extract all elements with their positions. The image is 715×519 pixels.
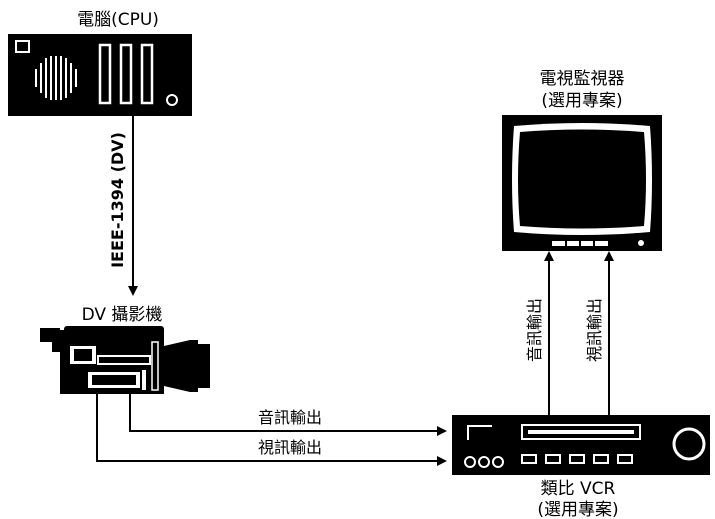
vcr-label-line2: (選用專案) xyxy=(537,500,618,519)
speaker-grille-icon xyxy=(35,56,77,100)
camcorder-icon xyxy=(40,326,210,394)
vcr-icon xyxy=(452,415,710,475)
monitor-label-line2: (選用專案) xyxy=(541,91,622,111)
expansion-slots xyxy=(98,43,154,105)
vcr-label-line1: 類比 VCR xyxy=(541,479,616,499)
vcr-control-buttons xyxy=(521,454,633,464)
tv-monitor-icon xyxy=(502,115,662,251)
vcr-dial-icon xyxy=(672,427,706,461)
computer-label: 電腦(CPU) xyxy=(77,10,159,30)
audio-out-to-monitor-label: 音訊輸出 xyxy=(525,298,544,362)
cassette-slot xyxy=(521,424,641,440)
monitor-power-icon xyxy=(638,240,644,246)
video-out-to-monitor-label: 視訊輸出 xyxy=(585,298,604,362)
audio-out-to-vcr-label: 音訊輸出 xyxy=(258,408,322,427)
audio-out-to-vcr-arrow xyxy=(129,394,447,436)
firewire-cable-label: IEEE-1394 (DV) xyxy=(108,132,127,268)
drive-bay-icon xyxy=(15,40,30,53)
vcr-input-jacks xyxy=(464,456,504,468)
video-out-to-vcr-arrow xyxy=(96,394,447,466)
computer-tower xyxy=(8,34,192,116)
camcorder-label: DV 攝影機 xyxy=(82,305,163,325)
monitor-label-line1: 電視監視器 xyxy=(540,69,625,89)
power-button-icon xyxy=(166,94,178,106)
video-out-to-vcr-label: 視訊輸出 xyxy=(258,438,322,457)
